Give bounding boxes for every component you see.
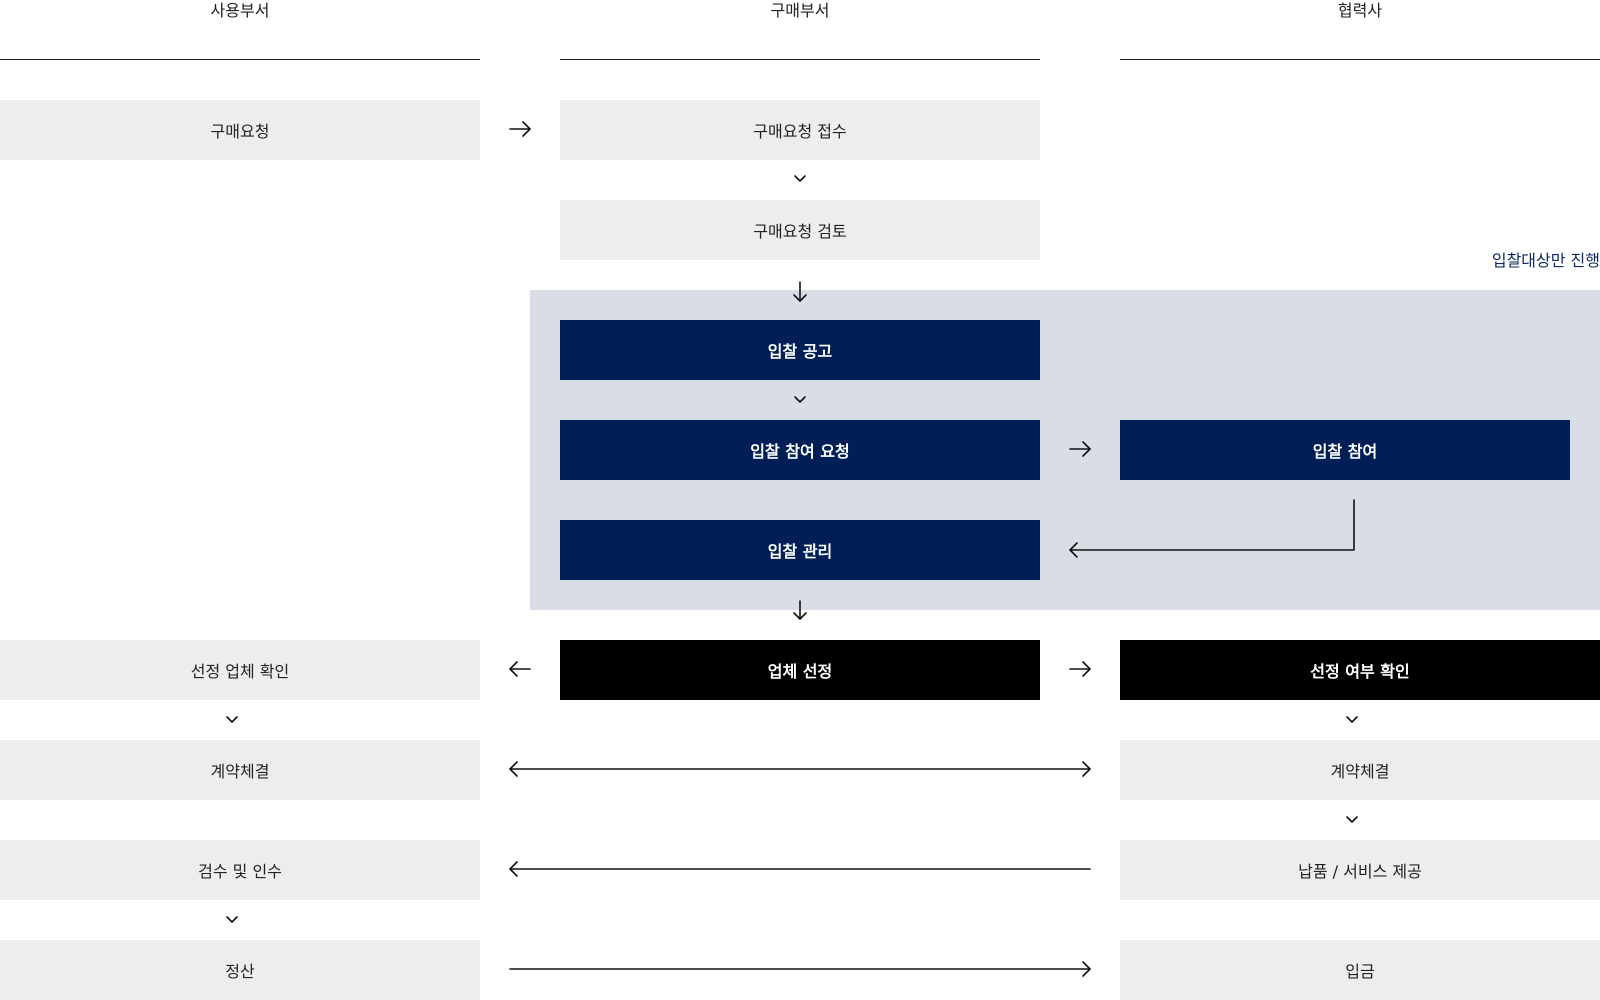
bidding-zone-note: 입찰대상만 진행 — [1491, 251, 1600, 270]
lane-divider-partner — [1120, 59, 1600, 60]
chevron-down-icon — [226, 916, 238, 923]
arrow-participation-to-management — [1069, 499, 1355, 558]
chevron-down-icon — [1346, 716, 1358, 723]
step-payment-received: 입금 — [1120, 940, 1600, 1000]
chevron-down-icon — [226, 716, 238, 723]
lane-header-partner: 협력사 — [1337, 1, 1383, 20]
step-bid-notice: 입찰 공고 — [560, 320, 1040, 380]
step-request-review: 구매요청 검토 — [560, 200, 1040, 260]
arrow-settlement-to-payment — [509, 961, 1091, 977]
step-selection-result-check: 선정 여부 확인 — [1120, 640, 1600, 700]
step-request-receipt: 구매요청 접수 — [560, 100, 1040, 160]
arrow-selection-to-partner — [1069, 661, 1091, 677]
arrow-selection-to-user — [509, 661, 531, 677]
step-selected-vendor-check: 선정 업체 확인 — [0, 640, 480, 700]
lane-divider-user — [0, 59, 480, 60]
step-bid-participation: 입찰 참여 — [1120, 420, 1570, 480]
lane-header-purchasing: 구매부서 — [770, 1, 830, 20]
step-purchase-request: 구매요청 — [0, 100, 480, 160]
chevron-down-icon — [794, 396, 806, 403]
arrow-request-to-receipt — [509, 121, 531, 137]
arrow-management-to-selection — [793, 600, 807, 620]
arrow-contract-both-ways — [509, 761, 1091, 777]
lane-divider-purchasing — [560, 59, 1040, 60]
chevron-down-icon — [1346, 816, 1358, 823]
step-bid-participation-request: 입찰 참여 요청 — [560, 420, 1040, 480]
step-bid-management: 입찰 관리 — [560, 520, 1040, 580]
step-delivery-service: 납품 / 서비스 제공 — [1120, 840, 1600, 900]
arrow-request-to-participation — [1069, 441, 1091, 457]
step-settlement: 정산 — [0, 940, 480, 1000]
step-contract-user: 계약체결 — [0, 740, 480, 800]
step-inspection-acceptance: 검수 및 인수 — [0, 840, 480, 900]
step-vendor-selection: 업체 선정 — [560, 640, 1040, 700]
arrow-review-to-notice — [793, 281, 807, 302]
step-contract-partner: 계약체결 — [1120, 740, 1600, 800]
chevron-down-icon — [794, 175, 806, 182]
arrow-delivery-to-inspection — [509, 861, 1091, 877]
lane-header-user: 사용부서 — [210, 1, 270, 20]
